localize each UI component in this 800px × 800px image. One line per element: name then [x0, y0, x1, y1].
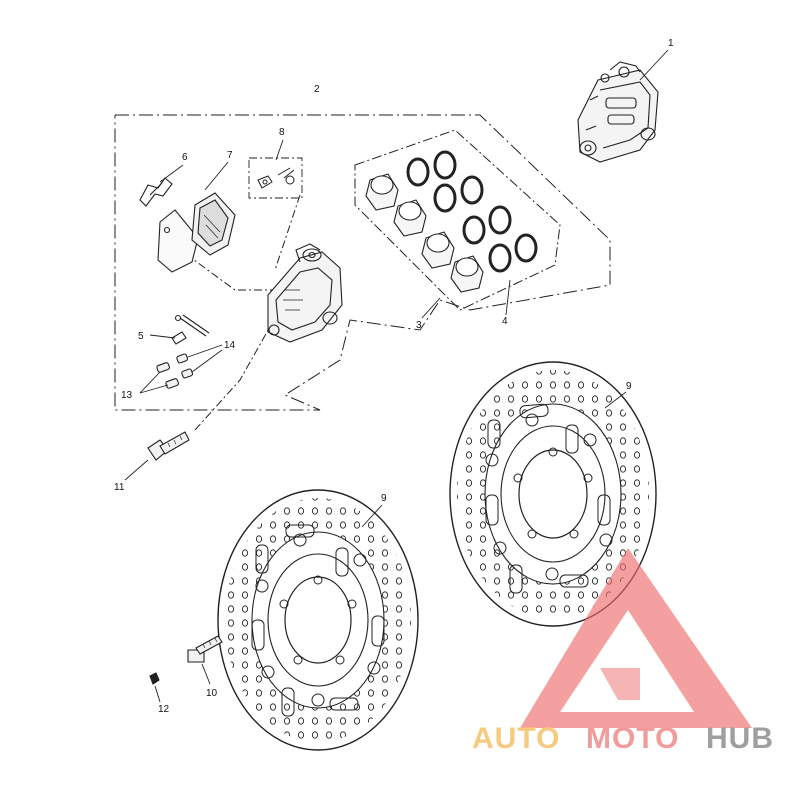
callout-13: 13: [121, 390, 133, 401]
leader-3: [421, 297, 441, 319]
callout-5: 5: [138, 331, 144, 342]
leader-14a: [187, 344, 223, 358]
callout-9-upper: 9: [626, 381, 632, 392]
watermark-auto: AUTO: [472, 722, 560, 755]
callout-6: 6: [182, 152, 188, 163]
piston-seals: [406, 150, 538, 273]
watermark-triangle-icon: [520, 548, 752, 728]
plug: [149, 672, 160, 685]
brake-disc-upper: [449, 361, 657, 627]
callout-4: 4: [502, 316, 508, 327]
leader-4: [505, 279, 511, 316]
callout-11: 11: [114, 482, 125, 493]
pin-group-frame: [248, 157, 303, 199]
brake-caliper-assembly: [577, 61, 659, 163]
leader-11: [124, 459, 149, 481]
callout-7: 7: [227, 150, 233, 161]
brake-pads: [157, 192, 236, 273]
leader-pins: [274, 194, 301, 271]
pistons: [365, 173, 484, 293]
leader-12: [154, 685, 161, 703]
callout-9-lower: 9: [381, 493, 387, 504]
callout-8: 8: [279, 127, 285, 138]
watermark-moto: MOTO: [586, 722, 679, 755]
callout-12: 12: [158, 704, 170, 715]
leader-9a: [604, 391, 627, 409]
pad-pin: [171, 314, 210, 345]
leader-10: [201, 663, 211, 685]
caliper-kit-outline: [114, 114, 611, 411]
leader-pads: [159, 234, 280, 291]
brake-disc-lower: [217, 489, 419, 751]
callout-labels: 1 2 8 6 7 3 4 5 14 13 9 11 9 10 12: [114, 38, 674, 715]
callout-2: 2: [314, 84, 320, 95]
caliper-body: [267, 243, 343, 343]
leader-8: [275, 139, 284, 161]
watermark-hub: HUB: [706, 722, 774, 755]
disc-bolt: [187, 635, 223, 663]
leader-13a: [139, 371, 161, 394]
pad-spring: [139, 177, 173, 207]
leader-14b: [191, 349, 223, 373]
caliper-mounting-bolt: [147, 431, 190, 461]
callout-10: 10: [206, 688, 218, 699]
retaining-pins: [257, 167, 295, 189]
leader-1: [639, 49, 669, 81]
callout-1: 1: [668, 38, 674, 49]
watermark-logo: AUTO MOTO HUB: [472, 548, 774, 755]
leader-13b: [139, 384, 169, 394]
leader-5: [149, 334, 176, 339]
bleed-screws-and-bolts: [156, 353, 194, 389]
leader-9b: [361, 504, 383, 528]
leader-7: [204, 161, 229, 191]
callout-3: 3: [416, 320, 422, 331]
callout-14: 14: [224, 340, 236, 351]
seal-kit-outline: [354, 129, 561, 311]
leader-6: [159, 164, 184, 183]
